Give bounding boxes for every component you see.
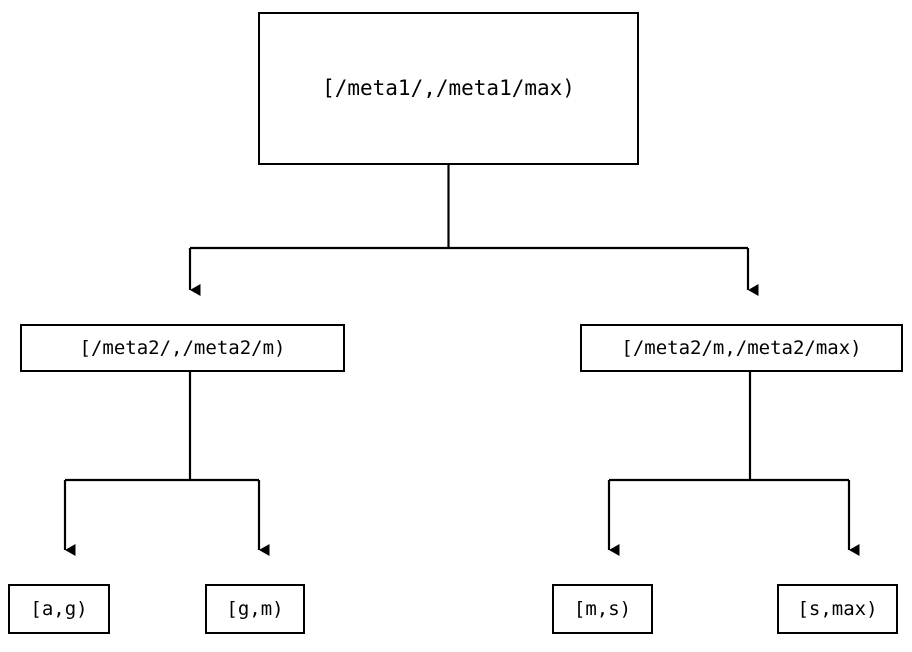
- tree-node-leaf-m-s-label: [m,s): [573, 597, 632, 620]
- tree-node-meta2-lower[interactable]: [/meta2/,/meta2/m): [20, 324, 345, 372]
- tree-node-leaf-a-g[interactable]: [a,g): [8, 584, 110, 634]
- tree-node-leaf-m-s[interactable]: [m,s): [552, 584, 653, 634]
- tree-node-leaf-a-g-label: [a,g): [30, 597, 88, 620]
- tree-node-root[interactable]: [/meta1/,/meta1/max): [258, 12, 639, 165]
- tree-node-meta2-upper-label: [/meta2/m,/meta2/max): [621, 336, 862, 359]
- tree-node-leaf-s-max[interactable]: [s,max): [777, 584, 898, 634]
- tree-node-leaf-g-m[interactable]: [g,m): [205, 584, 305, 634]
- tree-node-meta2-upper[interactable]: [/meta2/m,/meta2/max): [580, 324, 903, 372]
- tree-node-root-label: [/meta1/,/meta1/max): [322, 76, 575, 100]
- tree-node-leaf-g-m-label: [g,m): [226, 597, 284, 620]
- tree-node-meta2-lower-label: [/meta2/,/meta2/m): [79, 336, 286, 359]
- tree-node-leaf-s-max-label: [s,max): [797, 597, 878, 620]
